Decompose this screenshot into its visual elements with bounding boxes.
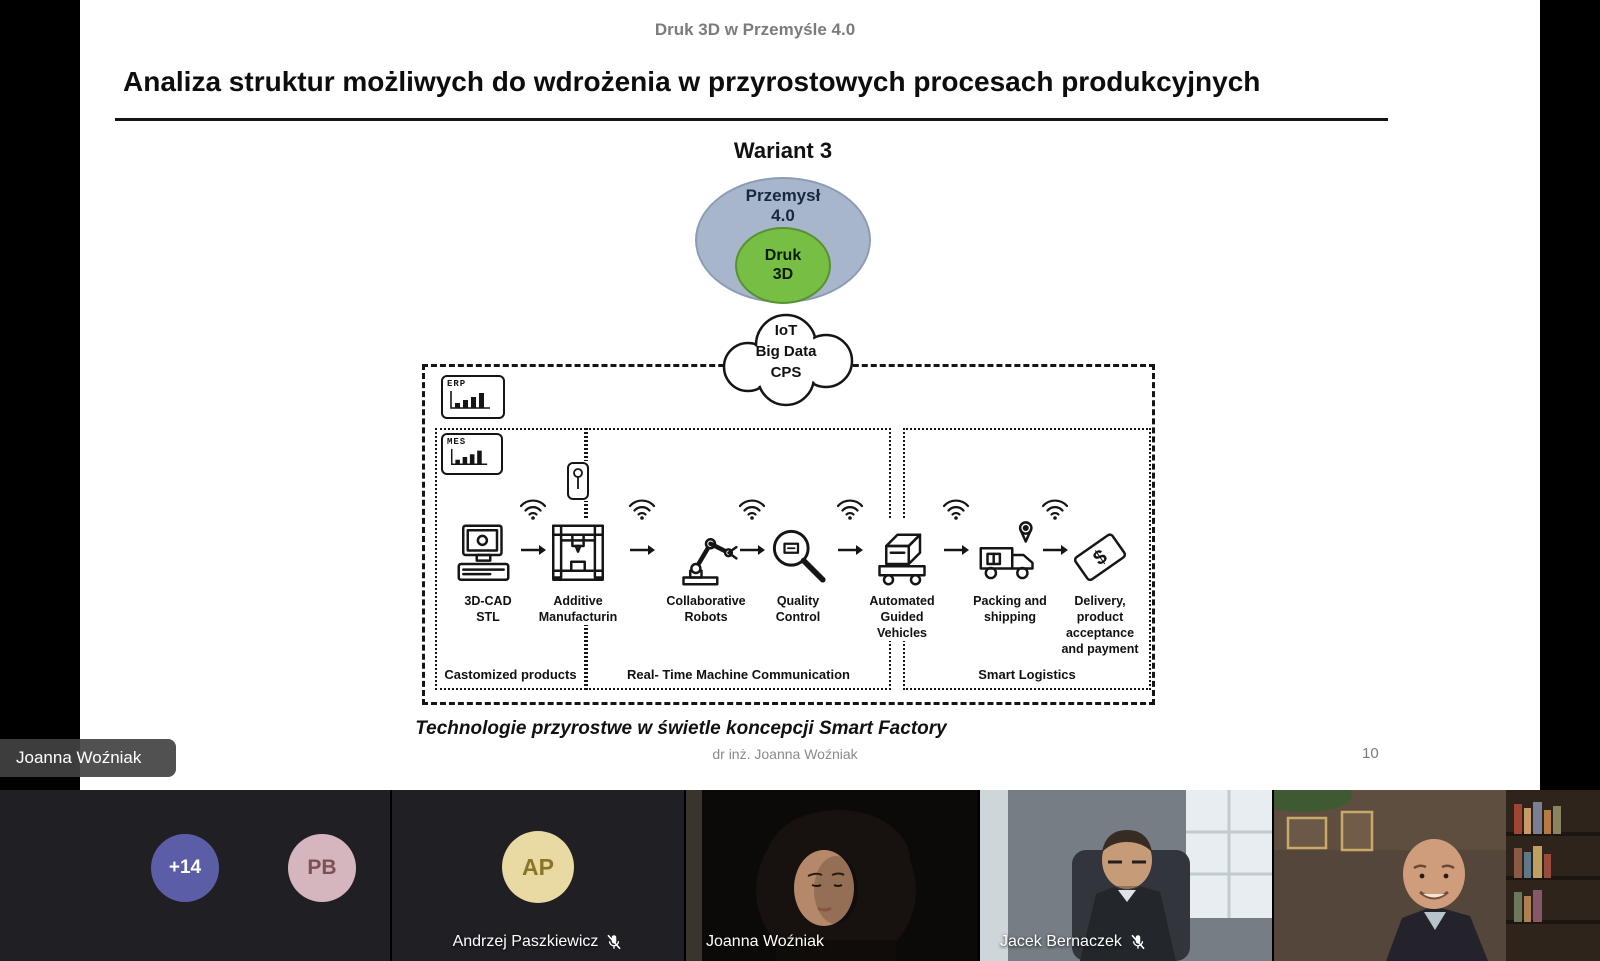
- smart-factory-diagram: ERP MES: [422, 364, 1155, 705]
- participant-name: Joanna Woźniak: [706, 933, 824, 950]
- process-step: Automated Guided Vehicles: [854, 519, 950, 641]
- participant-strip: +14 PB AP Andrzej Paszkiewicz: [0, 790, 1600, 961]
- slide-footer: dr inż. Joanna Woźniak: [712, 746, 858, 762]
- erp-chart-icon: [450, 391, 490, 409]
- quality-magnifier-icon: [772, 529, 826, 583]
- arrow-icon: [521, 545, 546, 555]
- participant-avatar-pb[interactable]: PB: [288, 834, 356, 902]
- wifi-icon: [1041, 499, 1069, 520]
- zone-label: Smart Logistics: [978, 667, 1076, 682]
- process-step-label: Automated Guided Vehicles: [869, 594, 935, 640]
- participant-avatar-ap: AP: [502, 831, 574, 903]
- zone-label: Castomized products: [444, 667, 577, 682]
- title-rule: [115, 118, 1388, 121]
- figure-caption: Technologie przyrostwe w świetle koncepc…: [415, 718, 947, 739]
- mic-muted-icon: [607, 934, 622, 950]
- shipping-truck-icon: [979, 521, 1034, 580]
- wifi-icon: [942, 499, 970, 520]
- controller-device-icon: [566, 461, 590, 501]
- additive-manufacturing-icon: [552, 524, 604, 581]
- slide-header: Druk 3D w Przemyśle 4.0: [654, 20, 856, 39]
- process-step-label: Additive Manufacturin: [538, 594, 618, 624]
- jacek-video-feed: [980, 790, 1272, 961]
- overflow-participants-tile[interactable]: +14 PB: [0, 790, 390, 961]
- joanna-video-feed: [686, 790, 978, 961]
- process-step-label: 3D-CAD STL: [464, 594, 512, 624]
- arrow-icon: [1043, 545, 1068, 555]
- mic-muted-icon: [1131, 934, 1145, 950]
- participant-tile-joanna[interactable]: Joanna Woźniak: [686, 790, 978, 961]
- wifi-icon: [628, 499, 656, 520]
- mes-box: MES: [441, 433, 503, 475]
- process-step-label: Delivery, product acceptance and payment: [1061, 594, 1139, 656]
- participant-video-feed: [1274, 790, 1600, 961]
- process-step-label: Packing and shipping: [973, 594, 1047, 624]
- variant-heading: Wariant 3: [733, 138, 833, 163]
- wifi-icon: [519, 499, 547, 520]
- process-step-label: Quality Control: [775, 594, 821, 624]
- druk3d-label: Druk 3D: [764, 247, 802, 283]
- robot-arm-icon: [682, 538, 738, 586]
- erp-label: ERP: [447, 379, 467, 389]
- mes-chart-icon: [451, 448, 488, 465]
- slide-title: Analiza struktur możliwych do wdrożenia …: [123, 66, 1261, 97]
- process-step: Additive Manufacturin: [530, 519, 626, 625]
- process-step-label: Collaborative Robots: [666, 594, 746, 624]
- participant-video-tile[interactable]: [1274, 790, 1600, 961]
- process-step: $ Delivery, product acceptance and payme…: [1052, 519, 1148, 657]
- arrow-icon: [944, 545, 969, 555]
- industry40-label: Przemysł 4.0: [745, 186, 821, 225]
- wifi-icon: [836, 499, 864, 520]
- cad-computer-icon: [457, 524, 510, 581]
- presenter-name: Joanna Woźniak: [16, 748, 142, 767]
- arrow-icon: [740, 545, 765, 555]
- participant-tile-jacek[interactable]: Jacek Bernaczek: [980, 790, 1272, 961]
- payment-icon: $: [1073, 533, 1127, 582]
- druk3d-ellipse: Druk 3D: [735, 227, 831, 304]
- erp-box: ERP: [441, 375, 505, 419]
- process-step: 3D-CAD STL: [440, 519, 536, 625]
- page-number: 10: [1362, 745, 1379, 762]
- process-step: Quality Control: [750, 519, 846, 625]
- cloud-shape: [722, 313, 854, 407]
- wifi-icon: [738, 499, 766, 520]
- process-step: Collaborative Robots: [658, 519, 754, 625]
- overflow-count-badge[interactable]: +14: [151, 834, 219, 902]
- arrow-icon: [630, 545, 655, 555]
- arrow-icon: [838, 545, 863, 555]
- presenter-name-overlay: Joanna Woźniak: [0, 739, 176, 777]
- participant-name: Jacek Bernaczek: [1000, 933, 1122, 950]
- mes-label: MES: [447, 437, 467, 447]
- participant-tile-andrzej[interactable]: AP Andrzej Paszkiewicz: [392, 790, 684, 961]
- shared-slide: Druk 3D w Przemyśle 4.0 Analiza struktur…: [80, 0, 1540, 790]
- cloud-label: IoT Big Data CPS: [755, 322, 817, 381]
- agv-icon: [878, 533, 926, 586]
- process-step: Packing and shipping: [962, 519, 1058, 625]
- zone-label: Real- Time Machine Communication: [627, 667, 850, 682]
- participant-name: Andrzej Paszkiewicz: [452, 933, 599, 950]
